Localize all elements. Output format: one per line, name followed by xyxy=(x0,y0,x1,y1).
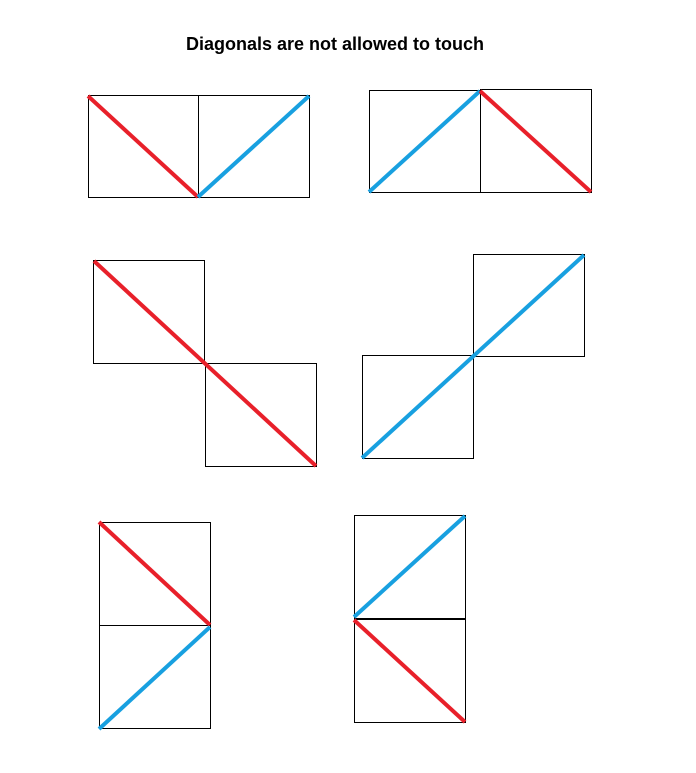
blue-diagonal xyxy=(367,89,482,194)
square-bottom xyxy=(99,625,211,729)
square-bottom xyxy=(205,363,317,467)
example-corner-blue xyxy=(360,253,586,460)
square-right xyxy=(198,95,310,198)
blue-diagonal xyxy=(352,514,467,619)
red-diagonal xyxy=(478,89,593,194)
red-diagonal xyxy=(97,520,212,627)
red-diagonal xyxy=(86,94,200,199)
square-bottom xyxy=(362,355,474,459)
example-horizontal-top-touch xyxy=(367,89,593,194)
square-right xyxy=(480,89,592,193)
example-horizontal-bottom-touch xyxy=(86,94,311,199)
square-top xyxy=(93,260,205,364)
example-corner-red xyxy=(92,259,318,468)
square-top xyxy=(473,254,585,357)
example-vertical-left-touch xyxy=(352,514,467,724)
example-vertical-right-touch xyxy=(97,520,212,731)
diagram-title: Diagonals are not allowed to touch xyxy=(185,34,485,54)
square-top xyxy=(354,515,466,619)
square-bottom xyxy=(354,619,466,723)
red-diagonal xyxy=(352,618,467,724)
red-diagonal xyxy=(92,259,318,468)
blue-diagonal xyxy=(97,625,212,731)
blue-diagonal xyxy=(196,94,311,199)
blue-diagonal xyxy=(360,253,586,460)
